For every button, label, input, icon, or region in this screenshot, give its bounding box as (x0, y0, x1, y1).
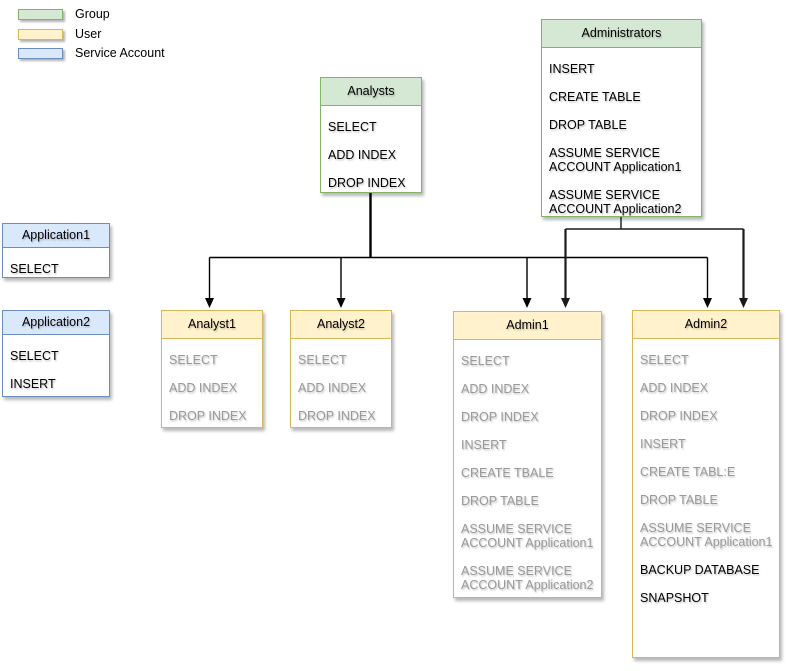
permission-item: DROP TABLE (461, 494, 539, 508)
legend-row-service-account: Service Account (18, 46, 165, 60)
group-color-swatch-icon (18, 8, 63, 20)
node-title: Admin2 (633, 311, 779, 339)
permission-item: SNAPSHOT (640, 591, 709, 605)
arrow-down-icon (336, 298, 346, 308)
connector-administrators-tree (564, 217, 745, 299)
node-analyst1[interactable]: Analyst1 SELECT ADD INDEX DROP INDEX (161, 310, 263, 428)
permission-list: SELECT ADD INDEX DROP INDEX (162, 353, 262, 423)
user-color-swatch-icon (18, 28, 63, 40)
arrow-down-icon (205, 298, 214, 308)
arrow-down-icon (703, 298, 712, 308)
permission-item: ASSUME SERVICE ACCOUNT Application1 (461, 522, 594, 550)
node-admin2[interactable]: Admin2 SELECT ADD INDEX DROP INDEX INSER… (632, 310, 780, 658)
permission-item: DROP INDEX (328, 176, 406, 190)
permission-item: CREATE TBALE (461, 466, 554, 480)
permission-item: DROP INDEX (169, 409, 247, 423)
permission-item: ADD INDEX (461, 382, 530, 396)
permission-list: SELECT ADD INDEX DROP INDEX (321, 120, 421, 190)
node-title: Analyst1 (162, 311, 262, 339)
permission-list: SELECT ADD INDEX DROP INDEX INSERT CREAT… (633, 353, 779, 605)
permission-item: ASSUME SERVICE ACCOUNT Application1 (549, 146, 682, 174)
node-admin1[interactable]: Admin1 SELECT ADD INDEX DROP INDEX INSER… (453, 311, 602, 598)
permission-list: SELECT ADD INDEX DROP INDEX (291, 353, 391, 423)
permission-item: INSERT (461, 438, 507, 452)
permission-item: INSERT (549, 62, 595, 76)
permission-item: SELECT (10, 262, 59, 276)
permission-item: DROP INDEX (640, 409, 718, 423)
legend-label: Group (75, 7, 110, 21)
permission-item: BACKUP DATABASE (640, 563, 760, 577)
node-administrators[interactable]: Administrators INSERT CREATE TABLE DROP … (541, 19, 702, 217)
node-application1[interactable]: Application1 SELECT (2, 223, 110, 278)
node-title: Admin1 (454, 312, 601, 340)
permission-item: INSERT (10, 377, 56, 391)
node-analyst2[interactable]: Analyst2 SELECT ADD INDEX DROP INDEX (290, 310, 392, 428)
permission-item: ADD INDEX (640, 381, 709, 395)
arrow-down-icon (561, 298, 570, 308)
permission-item: SELECT (10, 349, 59, 363)
legend-label: Service Account (75, 46, 165, 60)
connector-analysts-arrowheads (205, 298, 712, 308)
node-analysts[interactable]: Analysts SELECT ADD INDEX DROP INDEX (320, 77, 422, 193)
node-title: Administrators (542, 20, 701, 48)
permission-list: SELECT (3, 262, 109, 276)
permission-item: DROP INDEX (461, 410, 539, 424)
service-account-color-swatch-icon (18, 47, 63, 59)
permission-item: SELECT (169, 353, 218, 367)
legend-row-group: Group (18, 7, 110, 21)
arrow-down-icon (522, 298, 532, 308)
permission-item: ASSUME SERVICE ACCOUNT Application1 (640, 521, 773, 549)
permission-item: SELECT (640, 353, 689, 367)
permission-item: ASSUME SERVICE ACCOUNT Application2 (549, 188, 682, 216)
permission-item: SELECT (298, 353, 347, 367)
connector-administrators-arrowheads (561, 298, 748, 308)
permission-item: ADD INDEX (298, 381, 367, 395)
permission-item: CREATE TABL:E (640, 465, 736, 479)
permission-item: INSERT (640, 437, 686, 451)
permission-item: ADD INDEX (169, 381, 238, 395)
arrow-down-icon (739, 298, 748, 308)
permission-item: DROP TABLE (549, 118, 627, 132)
permission-item: DROP INDEX (298, 409, 376, 423)
node-title: Application1 (3, 224, 109, 248)
legend-label: User (75, 27, 102, 41)
node-title: Application2 (3, 311, 109, 335)
permission-item: SELECT (328, 120, 377, 134)
node-title: Analysts (321, 78, 421, 106)
permission-item: CREATE TABLE (549, 90, 641, 104)
permission-item: SELECT (461, 354, 510, 368)
legend-row-user: User (18, 27, 101, 41)
permission-list: SELECT INSERT (3, 349, 109, 391)
node-title: Analyst2 (291, 311, 391, 339)
permission-item: DROP TABLE (640, 493, 718, 507)
permission-list: SELECT ADD INDEX DROP INDEX INSERT CREAT… (454, 354, 601, 592)
permission-item: ASSUME SERVICE ACCOUNT Application2 (461, 564, 594, 592)
permission-item: ADD INDEX (328, 148, 397, 162)
permission-list: INSERT CREATE TABLE DROP TABLE ASSUME SE… (542, 62, 701, 216)
node-application2[interactable]: Application2 SELECT INSERT (2, 310, 110, 397)
